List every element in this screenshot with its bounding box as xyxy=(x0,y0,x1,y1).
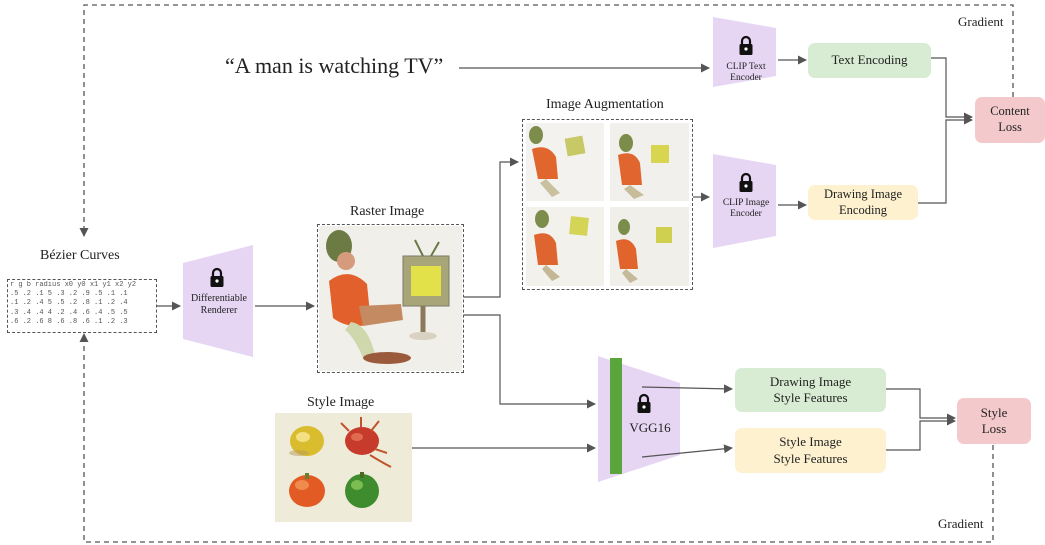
drawing-encoding-line1: Drawing Image xyxy=(823,186,903,201)
gradient-label-bottom: Gradient xyxy=(938,516,984,531)
params-row: .6 .2 .6 8 .6 .8 .6 .1 .2 .3 xyxy=(10,317,128,326)
renderer-label-line2: Renderer xyxy=(200,305,238,316)
bezier-curves-label: Bézier Curves xyxy=(40,248,120,263)
style-image xyxy=(275,413,412,522)
drawing-image-encoding-box: Drawing Image Encoding xyxy=(808,185,918,220)
raster-image-label: Raster Image xyxy=(350,204,425,219)
fruit-orange-pepper xyxy=(289,473,325,507)
lock-icon xyxy=(739,172,753,192)
params-row: .3 .4 .4 4 .2 .4 .6 .4 .5 .5 xyxy=(10,308,128,317)
style-features-line1: Style Image xyxy=(779,434,842,450)
drawing-encoding-line2: Encoding xyxy=(839,202,887,217)
prompt-text: “A man is watching TV” xyxy=(225,53,444,78)
clip-text-line2: Encoder xyxy=(730,73,762,84)
lock-icon xyxy=(637,393,651,413)
params-row: ... xyxy=(10,327,156,331)
gradient-loop-top xyxy=(79,4,1014,237)
lock-icon xyxy=(739,35,753,55)
raster-image xyxy=(319,226,462,371)
arrow-drawing-enc-to-content xyxy=(918,115,973,204)
raster-image-frame xyxy=(317,224,464,373)
content-loss-line2: Loss xyxy=(998,120,1022,134)
bezier-params-table: r g b radius x0 y0 x1 y1 x2 y2.5 .2 .1 5… xyxy=(10,281,156,331)
clip-image-line1: CLIP Image xyxy=(722,198,770,208)
clip-text-line1: CLIP Text xyxy=(726,62,766,72)
style-loss-line2: Loss xyxy=(981,421,1007,436)
drawing-style-line2: Style Features xyxy=(773,390,848,405)
fruit-yellow-apple xyxy=(289,426,324,456)
content-loss-box: Content Loss xyxy=(975,97,1045,143)
aug-tile xyxy=(610,207,689,286)
arrow-style-features-to-style-loss xyxy=(886,416,956,451)
renderer-shape xyxy=(183,245,253,357)
arrow-vgg-to-drawing-style xyxy=(641,384,733,394)
style-loss-line1: Style xyxy=(980,404,1008,420)
params-header: r g b radius x0 y0 x1 y1 x2 y2 xyxy=(10,281,137,289)
arrow-vgg-to-style-features xyxy=(641,444,733,458)
arrow-raster-to-vgg xyxy=(464,314,596,409)
fruit-green-pepper xyxy=(345,472,379,508)
aug-tile xyxy=(526,207,604,286)
style-features-line2: Style Features xyxy=(773,450,848,466)
aug-tile xyxy=(610,123,689,201)
arrow-raster-to-augment xyxy=(464,157,519,298)
bezier-params-box xyxy=(7,279,157,333)
style-image-label: Style Image xyxy=(307,395,375,410)
aug-tile xyxy=(526,123,604,201)
augmentation-images xyxy=(526,123,689,286)
arrow-text-enc-to-content xyxy=(931,57,973,122)
lock-icon xyxy=(210,267,224,287)
drawing-style-line1: Drawing Image xyxy=(769,373,852,389)
image-augmentation-label: Image Augmentation xyxy=(546,97,664,112)
content-loss-line1: Content xyxy=(990,104,1030,119)
clip-text-encoder-label: CLIP Text Encoder xyxy=(713,62,779,85)
renderer-label-line1: Differentiable xyxy=(191,293,247,304)
style-loss-box: Style Loss xyxy=(957,398,1031,444)
text-encoding-box: Text Encoding xyxy=(808,43,931,78)
clip-image-shape xyxy=(713,154,776,248)
clip-image-encoder-label: CLIP Image Encoder xyxy=(713,198,779,221)
fruit-red-dragonfruit xyxy=(340,417,392,468)
vgg16-label: VGG16 xyxy=(629,420,671,435)
drawing-style-features-box: Drawing Image Style Features xyxy=(735,368,886,412)
gradient-label-top: Gradient xyxy=(958,14,1004,29)
params-row: .5 .2 .1 5 .3 .2 .9 .5 .1 .1 xyxy=(10,290,128,299)
renderer-label: Differentiable Renderer xyxy=(183,293,255,317)
clip-image-line2: Encoder xyxy=(730,209,762,220)
params-row: .1 .2 .4 5 .5 .2 .8 .1 .2 .4 xyxy=(10,299,128,308)
vgg-bar xyxy=(610,358,622,474)
gradient-loop-bottom xyxy=(79,333,994,543)
arrow-drawing-style-to-style-loss xyxy=(886,388,956,423)
augmentation-frame xyxy=(522,119,693,290)
style-image-features-box: Style Image Style Features xyxy=(735,428,886,473)
